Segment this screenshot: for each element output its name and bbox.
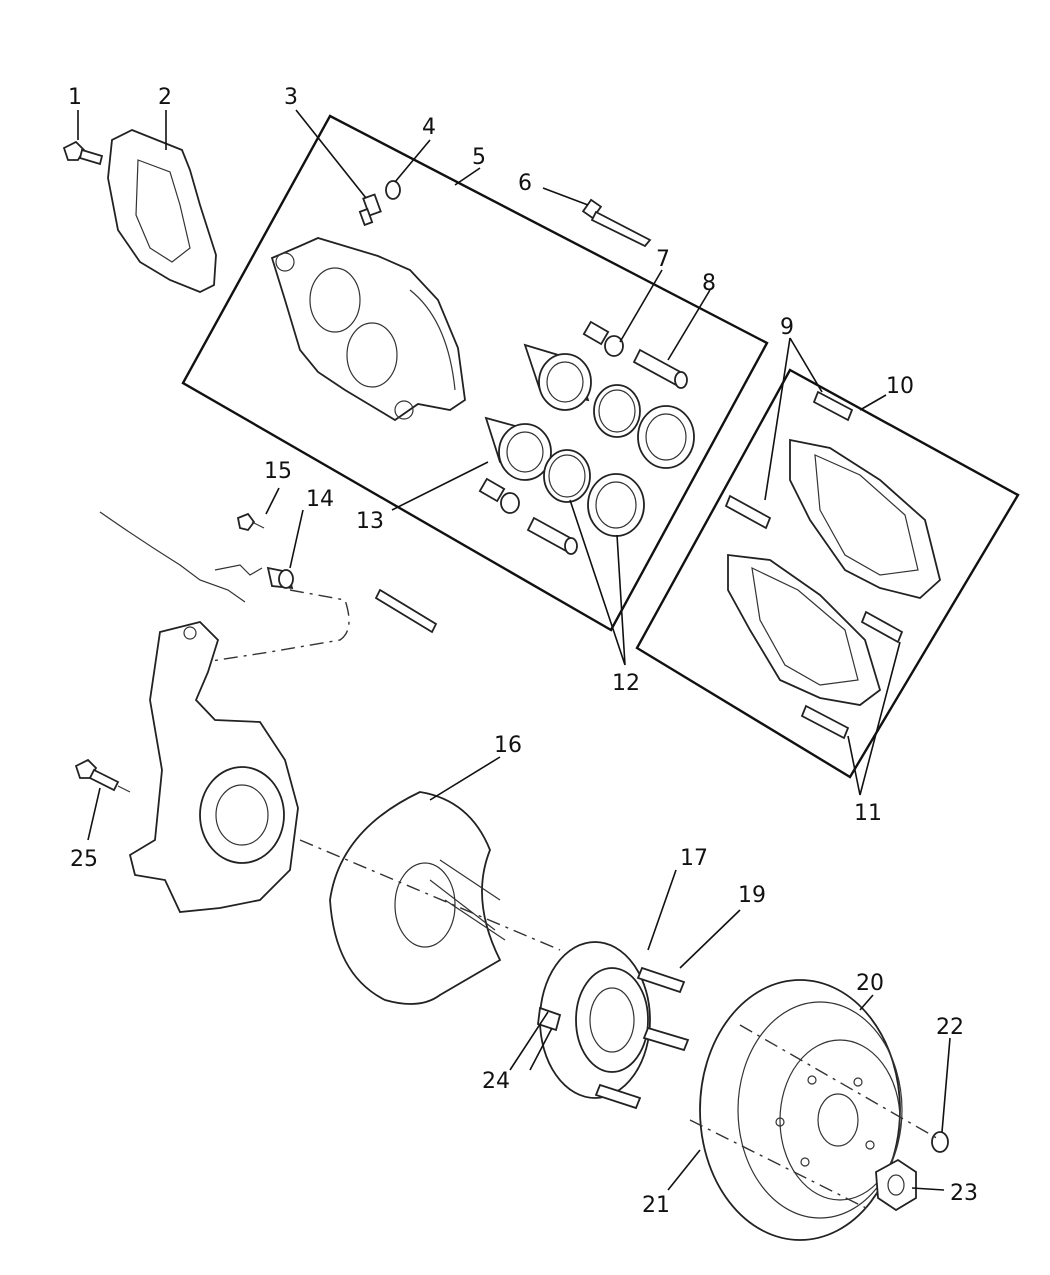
part-5-caliper-housing <box>270 237 466 422</box>
part-20-rotor <box>699 979 903 1241</box>
callout-22: 22 <box>936 1015 964 1040</box>
callout-labels: 1 2 3 4 5 6 7 8 9 10 11 12 13 14 15 16 1… <box>68 85 978 1218</box>
caliper-kit-box <box>181 114 769 632</box>
part-13-pistons <box>484 343 592 481</box>
callout-3: 3 <box>284 85 298 110</box>
callout-9: 9 <box>780 315 794 340</box>
part-15-bolt <box>236 512 265 532</box>
part-8-sleeve <box>526 348 688 555</box>
callout-20: 20 <box>856 971 884 996</box>
part-25-bolt <box>74 758 131 793</box>
callout-2: 2 <box>158 85 172 110</box>
wheel-speed-sensor-wire <box>99 511 438 691</box>
callout-4: 4 <box>422 115 436 140</box>
callout-24: 24 <box>482 1069 510 1094</box>
steering-knuckle <box>128 621 299 913</box>
part-16-dust-shield <box>329 791 506 1005</box>
callout-10: 10 <box>886 374 914 399</box>
leader-lines <box>77 109 951 1191</box>
callout-15: 15 <box>264 459 292 484</box>
callout-25: 25 <box>70 847 98 872</box>
part-19-wheel-studs <box>594 966 690 1110</box>
part-17-hub-bearing <box>539 941 651 1099</box>
part-23-hub-nut <box>875 1158 917 1212</box>
part-22-washer <box>931 1131 949 1153</box>
callout-13: 13 <box>356 509 384 534</box>
callout-16: 16 <box>494 733 522 758</box>
part-10-brake-pads <box>727 438 942 706</box>
part-7-bushing <box>478 320 624 514</box>
part-1-bolt <box>62 140 104 166</box>
axis-line-2 <box>739 1024 941 1141</box>
callout-5: 5 <box>472 145 486 170</box>
callout-6: 6 <box>518 171 532 196</box>
part-12-seals <box>543 384 695 537</box>
pad-kit-box <box>635 368 1020 779</box>
part-6-guide-pin <box>581 198 652 248</box>
axis-line-3 <box>689 1119 871 1211</box>
callout-7: 7 <box>656 247 670 272</box>
callout-8: 8 <box>702 271 716 296</box>
part-14-sensor-bracket <box>266 566 294 590</box>
callout-17: 17 <box>680 846 708 871</box>
callout-14: 14 <box>306 487 334 512</box>
part-3-bleeder-screw <box>358 193 382 227</box>
part-4-bleeder-cap <box>385 180 401 200</box>
part-11-pad-clips <box>800 610 904 740</box>
callout-21: 21 <box>642 1193 670 1218</box>
axis-line-1 <box>299 839 561 951</box>
callout-1: 1 <box>68 85 82 110</box>
callout-23: 23 <box>950 1181 978 1206</box>
callout-19: 19 <box>738 883 766 908</box>
callout-11: 11 <box>854 801 882 826</box>
part-2-caliper-adapter <box>107 129 217 293</box>
part-24-sensor <box>537 1006 562 1032</box>
part-9-pad-clips <box>724 390 854 530</box>
callout-12: 12 <box>612 671 640 696</box>
